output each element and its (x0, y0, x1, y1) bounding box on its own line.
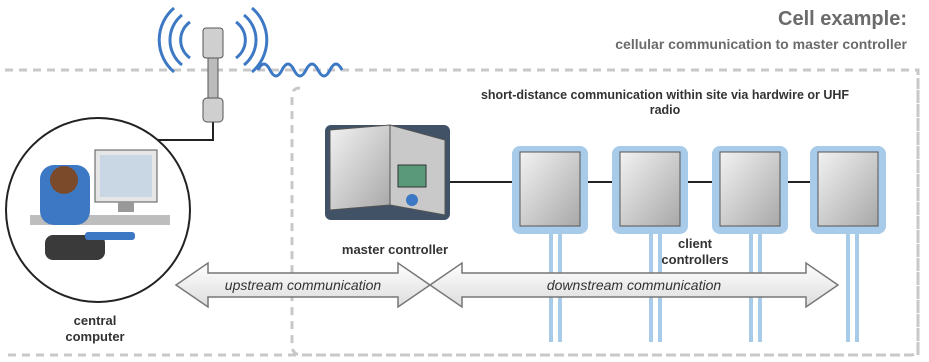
radio-waves-icon (256, 62, 344, 78)
computer-user-icon (5, 117, 191, 303)
upstream-label: upstream communication (224, 277, 382, 293)
downstream-arrow (428, 261, 840, 309)
client-controller-icon (512, 146, 588, 234)
client-controllers-label: client controllers (640, 236, 750, 268)
pipes (549, 225, 859, 342)
client-controller-icon (612, 146, 688, 234)
downstream-label: downstream communication (546, 277, 722, 293)
diagram-subtitle: cellular communication to master control… (615, 36, 907, 52)
client-controllers (512, 146, 886, 234)
cell-tower-icon (157, 6, 269, 123)
master-controller-text: master controller (341, 242, 449, 257)
client-controllers-line1: client (678, 236, 712, 251)
site-communication-label: short-distance communication within site… (480, 88, 850, 117)
client-controller-icon (810, 146, 886, 234)
central-computer-line1: central (73, 313, 117, 328)
master-controller-icon (325, 124, 450, 220)
site-boundary (290, 78, 920, 357)
diagram-title: Cell example: (778, 8, 907, 30)
client-controllers-line2: controllers (661, 252, 729, 267)
central-computer-line2: computer (65, 329, 125, 344)
client-controller-icon (712, 146, 788, 234)
central-computer-label: central computer (40, 313, 150, 345)
master-controller-label: master controller (330, 242, 460, 258)
